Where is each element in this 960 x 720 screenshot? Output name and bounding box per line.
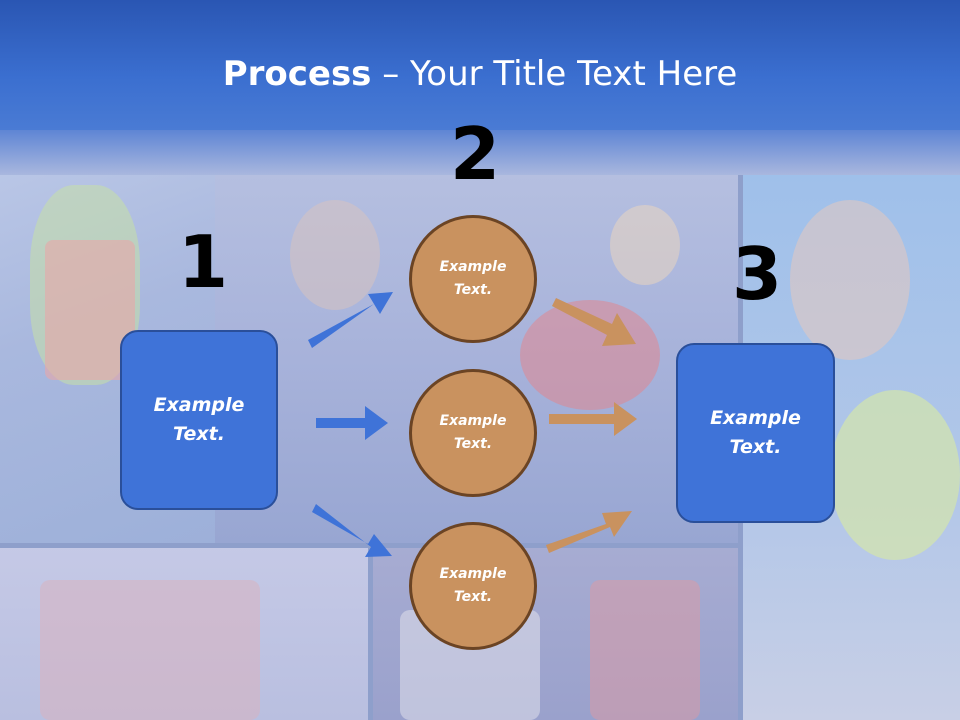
circle-text-line: Example: [439, 259, 507, 275]
collage-divider: [368, 545, 373, 720]
box-text-line: Text.: [173, 423, 225, 445]
photo-figure: [290, 200, 380, 310]
arrow-tan-right: [549, 402, 637, 436]
arrow-blue-right: [316, 406, 388, 440]
box-text-line: Text.: [729, 436, 782, 458]
photo-figure: [610, 205, 680, 285]
photo-figure: [590, 580, 700, 720]
circle-text-line: Text.: [453, 282, 493, 298]
step-1-box[interactable]: Example Text.: [120, 330, 278, 510]
circle-text-line: Text.: [453, 436, 493, 452]
title-bar: [0, 0, 960, 130]
title-rest: – Your Title Text Here: [371, 54, 738, 94]
step-2-circle-top[interactable]: Example Text.: [409, 215, 537, 343]
circle-text: Example Text.: [440, 256, 507, 302]
photo-bags: [40, 580, 260, 720]
box-text-line: Example: [153, 394, 245, 416]
arrow-tan-down: [552, 298, 636, 346]
step-3-box[interactable]: Example Text.: [676, 343, 835, 523]
step-number-1[interactable]: 1: [178, 220, 229, 304]
step-1-text: Example Text.: [154, 391, 245, 449]
collage-strip: [0, 128, 960, 175]
arrow-tan-up: [546, 511, 632, 553]
circle-text: Example Text.: [440, 410, 507, 456]
circle-text: Example Text.: [440, 563, 507, 609]
circle-text-line: Example: [439, 566, 507, 582]
step-3-text: Example Text.: [710, 404, 801, 462]
photo-top: [830, 390, 960, 560]
circle-text-line: Example: [439, 413, 507, 429]
step-2-circle-bottom[interactable]: Example Text.: [409, 522, 537, 650]
title-bold: Process: [222, 54, 372, 94]
step-2-circle-middle[interactable]: Example Text.: [409, 369, 537, 497]
step-number-3[interactable]: 3: [732, 232, 783, 316]
photo-face: [790, 200, 910, 360]
box-text-line: Example: [710, 407, 801, 429]
arrow-blue-down: [312, 504, 392, 557]
slide-title[interactable]: Process – Your Title Text Here: [0, 52, 960, 96]
arrow-blue-up: [308, 292, 393, 348]
circle-text-line: Text.: [453, 589, 493, 605]
step-number-2[interactable]: 2: [450, 112, 501, 196]
